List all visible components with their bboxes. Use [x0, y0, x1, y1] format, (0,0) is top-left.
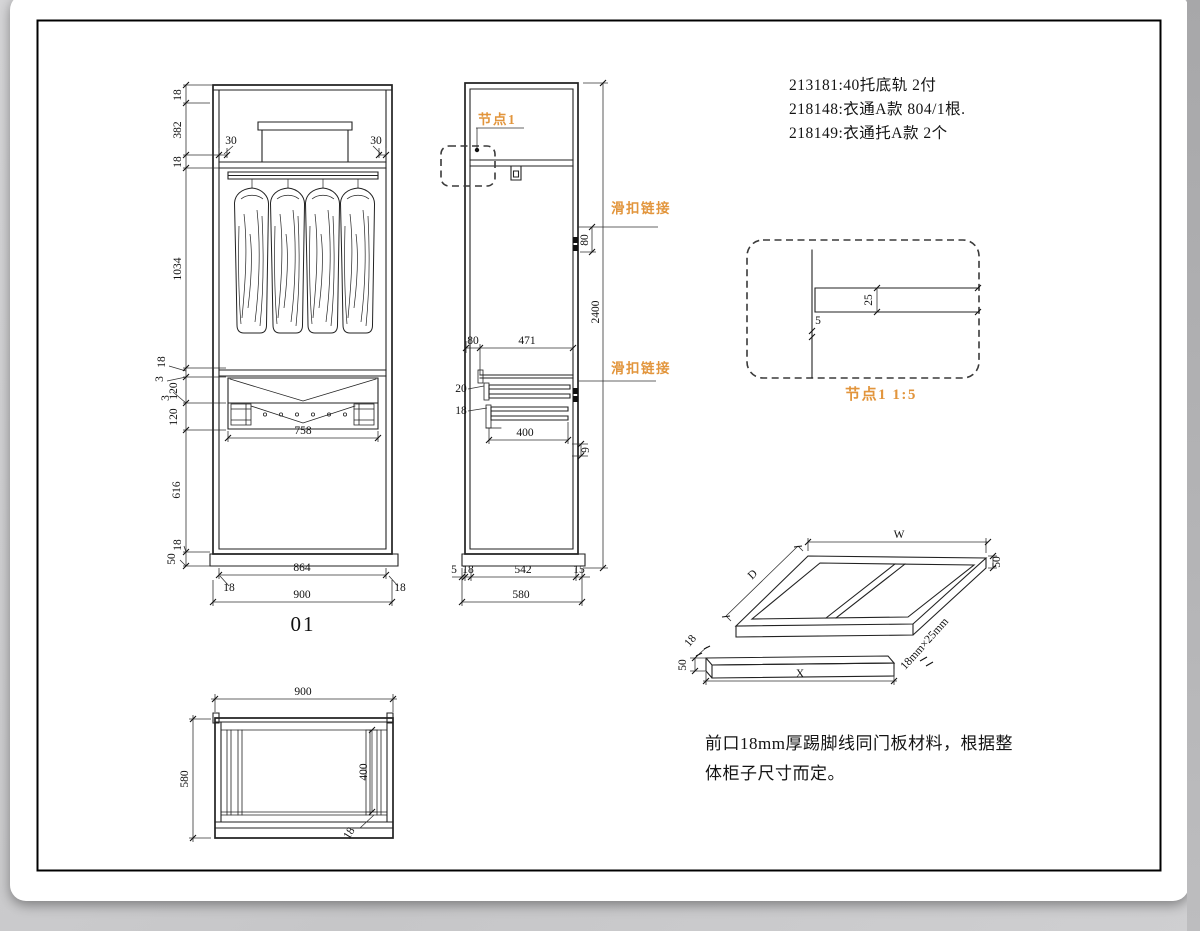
dim-frame-width: W — [894, 529, 905, 541]
dim-plinth-height: 50 — [166, 553, 178, 565]
dim-frame-depth: D — [746, 568, 760, 582]
node1-callout-label: 节点1 — [478, 111, 516, 127]
dim-shelf-depth: 471 — [518, 335, 536, 347]
dim-rail-bottom: 18 — [455, 405, 467, 417]
isometric-view: W D 50 18mm×25mm 18 50 X — [677, 529, 1003, 685]
footer-note-line: 前口18mm厚踢脚线同门板材料，根据整 — [705, 734, 1013, 753]
dim-lower-space: 616 — [171, 481, 183, 499]
drawing-sheet — [10, 0, 1189, 901]
dim-plan-depth: 580 — [179, 770, 191, 788]
drawer-unit — [227, 377, 379, 430]
dim-bar-length: X — [796, 668, 805, 680]
slide-link-label-top: 滑扣链接 — [611, 200, 671, 216]
footer-note: 前口18mm厚踢脚线同门板材料，根据整 体柜子尺寸而定。 — [705, 729, 1065, 789]
dim-upper-space: 382 — [172, 121, 184, 139]
dim-inner-width: 864 — [293, 562, 311, 574]
dim-bar-height: 50 — [677, 659, 689, 671]
dim-gap-2: 3 — [160, 395, 172, 401]
backdrop-right-shade — [1187, 0, 1200, 931]
detail-view: 25 5 节点1 1:5 — [746, 239, 982, 403]
rail-bracket — [510, 165, 522, 181]
dim-frame-height: 50 — [991, 556, 1003, 568]
dim-gap-1: 3 — [154, 376, 166, 382]
dim-drawer-front-2: 120 — [168, 408, 180, 426]
dim-front-panel: 18 — [462, 564, 474, 576]
dim-overall-depth: 580 — [512, 589, 530, 601]
dim-drawer-shelf: 18 — [156, 356, 168, 368]
dim-plan-width: 900 — [294, 686, 312, 698]
dim-top-panel: 18 — [172, 89, 184, 101]
plan-view: 900 580 400 18 — [179, 686, 397, 842]
garment-bag — [234, 178, 270, 334]
dim-rail-top: 20 — [455, 383, 467, 395]
dim-drawer-front-1: 120 — [168, 382, 180, 400]
garment-bag — [270, 178, 306, 334]
top-shelf — [218, 161, 387, 169]
garment-bag — [340, 178, 376, 334]
dim-rail-length: 400 — [516, 427, 534, 439]
drawer-shelf — [218, 369, 387, 377]
parts-list-line: 218149:衣通托A款 2个 — [789, 125, 948, 142]
detail-callout-box — [440, 145, 496, 187]
dim-drawer-width: 758 — [294, 425, 312, 437]
parts-list-line: 218148:衣通A款 804/1根. — [789, 101, 966, 118]
dim-overall-width: 900 — [293, 589, 311, 601]
hanging-rail — [227, 171, 379, 180]
dim-back-gap: 9 — [580, 447, 592, 453]
dim-inner-depth: 542 — [514, 564, 532, 576]
dim-bar-thickness: 18 — [682, 633, 699, 650]
plinth — [209, 553, 399, 567]
garment-bag — [305, 178, 341, 334]
dim-edge-offset-detail: 5 — [815, 315, 821, 327]
dim-overall-height: 2400 — [590, 300, 602, 323]
dim-front-gap: 5 — [451, 564, 457, 576]
storage-box — [257, 121, 353, 163]
front-elevation-view: 18 382 18 1034 18 3 120 3 120 616 18 50 … — [154, 81, 406, 636]
detail-caption: 节点1 1:5 — [845, 385, 917, 403]
parts-list: 213181:40托底轨 2付 218148:衣通A款 804/1根. 2181… — [789, 74, 966, 146]
dim-shelf-thickness: 18 — [172, 156, 184, 168]
slide-link-label-bottom: 滑扣链接 — [611, 360, 671, 376]
dim-side-left: 18 — [223, 582, 235, 594]
footer-note-line: 体柜子尺寸而定。 — [705, 764, 845, 783]
parts-list-line: 213181:40托底轨 2付 — [789, 77, 937, 94]
drawing-border — [36, 19, 1162, 872]
section-shelf — [469, 159, 574, 167]
dim-hanging-space: 1034 — [172, 257, 184, 280]
dim-connector-offset: 80 — [579, 234, 591, 246]
dim-shelf-thickness-detail: 25 — [863, 294, 875, 306]
view-label-01: 01 — [291, 612, 316, 636]
dim-plan-rail-length: 400 — [358, 763, 370, 781]
dim-front-offset: 80 — [467, 335, 479, 347]
dim-back-panel: 15 — [573, 564, 585, 576]
side-section-view: 节点1 80 滑扣链接 2400 80 471 — [440, 79, 671, 606]
dim-offset-right: 30 — [370, 135, 382, 147]
dim-offset-left: 30 — [225, 135, 237, 147]
dim-side-right: 18 — [394, 582, 406, 594]
dim-bottom-panel: 18 — [172, 539, 184, 551]
